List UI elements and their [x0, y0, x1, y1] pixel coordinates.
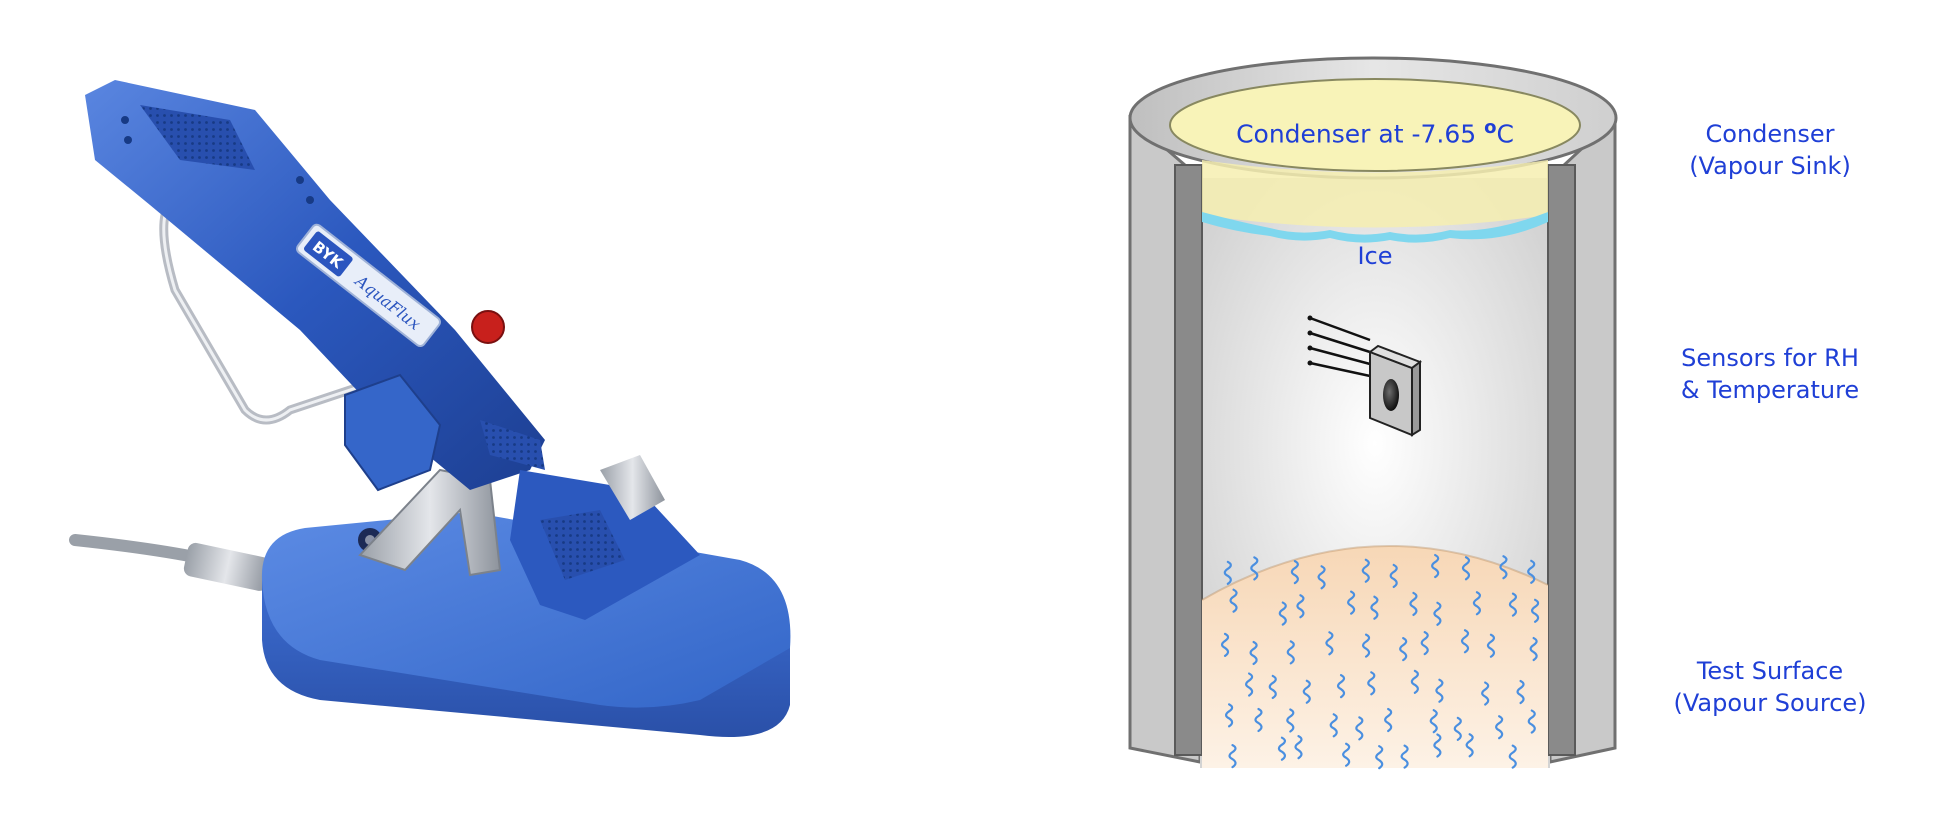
vapour-squiggle [1278, 601, 1287, 626]
sensor-element [1383, 379, 1399, 411]
ice-label: Ice [1357, 242, 1393, 270]
vapour-squiggle [1499, 555, 1508, 580]
vapour-squiggle [1342, 742, 1351, 767]
vapour-squiggle [1529, 636, 1538, 662]
sensors-label: Sensors for RH & Temperature [1680, 344, 1860, 404]
vapour-squiggle [1433, 733, 1442, 758]
vapour-squiggle [1375, 745, 1384, 770]
vapour-squiggle [1508, 744, 1517, 769]
side-grille [480, 420, 545, 470]
vapour-squiggle [1409, 591, 1418, 617]
vapour-squiggle [1435, 678, 1444, 703]
chamber-outer-wall [1128, 114, 1202, 764]
vapour-squiggle [1302, 679, 1311, 704]
test-surface [1202, 545, 1548, 768]
condenser-vapour-sink-label: Condenser (Vapour Sink) [1689, 120, 1851, 180]
top-grille [140, 105, 255, 170]
cable-connector [183, 542, 272, 591]
vapour-squiggle [1384, 707, 1393, 733]
vapour-squiggle [1220, 632, 1230, 658]
vapour-squiggle [1225, 703, 1234, 728]
vapour-squiggle [1277, 736, 1287, 761]
vapour-squiggle [1286, 640, 1295, 665]
vapour-squiggle [1516, 679, 1525, 705]
vapour-squiggle [1495, 715, 1504, 740]
aquaflux-device-illustration: BYK AquaFlux [69, 80, 791, 737]
vapour-squiggle [1223, 560, 1232, 585]
condenser-temperature-label: Condenser at -7.65 oC [1236, 117, 1514, 149]
vapour-squiggle [1229, 588, 1238, 613]
vapour-molecules [1220, 553, 1540, 770]
vapour-squiggle [1460, 629, 1470, 654]
chamber-outer-wall-right [1548, 114, 1617, 764]
test-surface-label: Test Surface (Vapour Source) [1673, 657, 1867, 717]
vapour-squiggle [1250, 556, 1259, 581]
probe-head-grille [540, 510, 625, 580]
vapour-squiggle [1336, 674, 1346, 699]
vapour-squiggle [1453, 716, 1462, 741]
vapour-squiggle [1347, 590, 1356, 615]
vapour-squiggle [1228, 744, 1237, 769]
vapour-squiggle [1433, 601, 1442, 626]
vapour-squiggle [1296, 594, 1305, 619]
probe-handle-body [85, 80, 545, 490]
vapour-squiggle [1465, 733, 1474, 758]
vapour-squiggle [1530, 598, 1540, 623]
vapour-squiggle [1461, 556, 1471, 581]
vapour-squiggle [1290, 559, 1299, 585]
vapour-squiggle [1268, 674, 1277, 700]
vapour-squiggle [1254, 707, 1263, 733]
vapour-squiggle [1367, 671, 1376, 696]
vapour-squiggle [1317, 565, 1326, 590]
vapour-squiggle [1400, 744, 1409, 769]
vapour-squiggle [1294, 735, 1303, 760]
vapour-squiggle [1325, 631, 1334, 656]
vapour-squiggle [1361, 633, 1371, 658]
probe-head-silver-ring [600, 455, 665, 520]
vapour-squiggle [1527, 559, 1536, 584]
vapour-squiggle [1429, 709, 1438, 734]
vapour-squiggle [1370, 595, 1379, 620]
ice-layer [1202, 212, 1548, 243]
vapour-squiggle [1286, 708, 1295, 733]
vapour-squiggle [1399, 637, 1408, 662]
vapour-squiggle [1508, 592, 1518, 617]
clamp-block [344, 373, 442, 492]
inner-wall-right [1547, 164, 1576, 756]
vapour-squiggle [1481, 681, 1490, 706]
vapour-squiggle [1472, 591, 1481, 616]
vapour-squiggle [1355, 716, 1364, 741]
vapour-squiggle [1245, 672, 1254, 697]
vapour-squiggle [1249, 640, 1258, 666]
vapour-squiggle [1389, 563, 1398, 589]
rh-temperature-sensor [1307, 315, 1423, 437]
vapour-squiggle [1410, 669, 1419, 694]
vapour-squiggle [1486, 633, 1496, 658]
inner-wall-left [1174, 164, 1203, 756]
vapour-squiggle [1361, 558, 1370, 583]
vapour-squiggle [1431, 553, 1440, 579]
condenser-plate-side [1202, 160, 1548, 228]
red-trigger-button [471, 310, 505, 344]
vapour-squiggle [1420, 631, 1429, 656]
vapour-squiggle [1329, 713, 1338, 738]
vapour-squiggle [1527, 709, 1536, 734]
